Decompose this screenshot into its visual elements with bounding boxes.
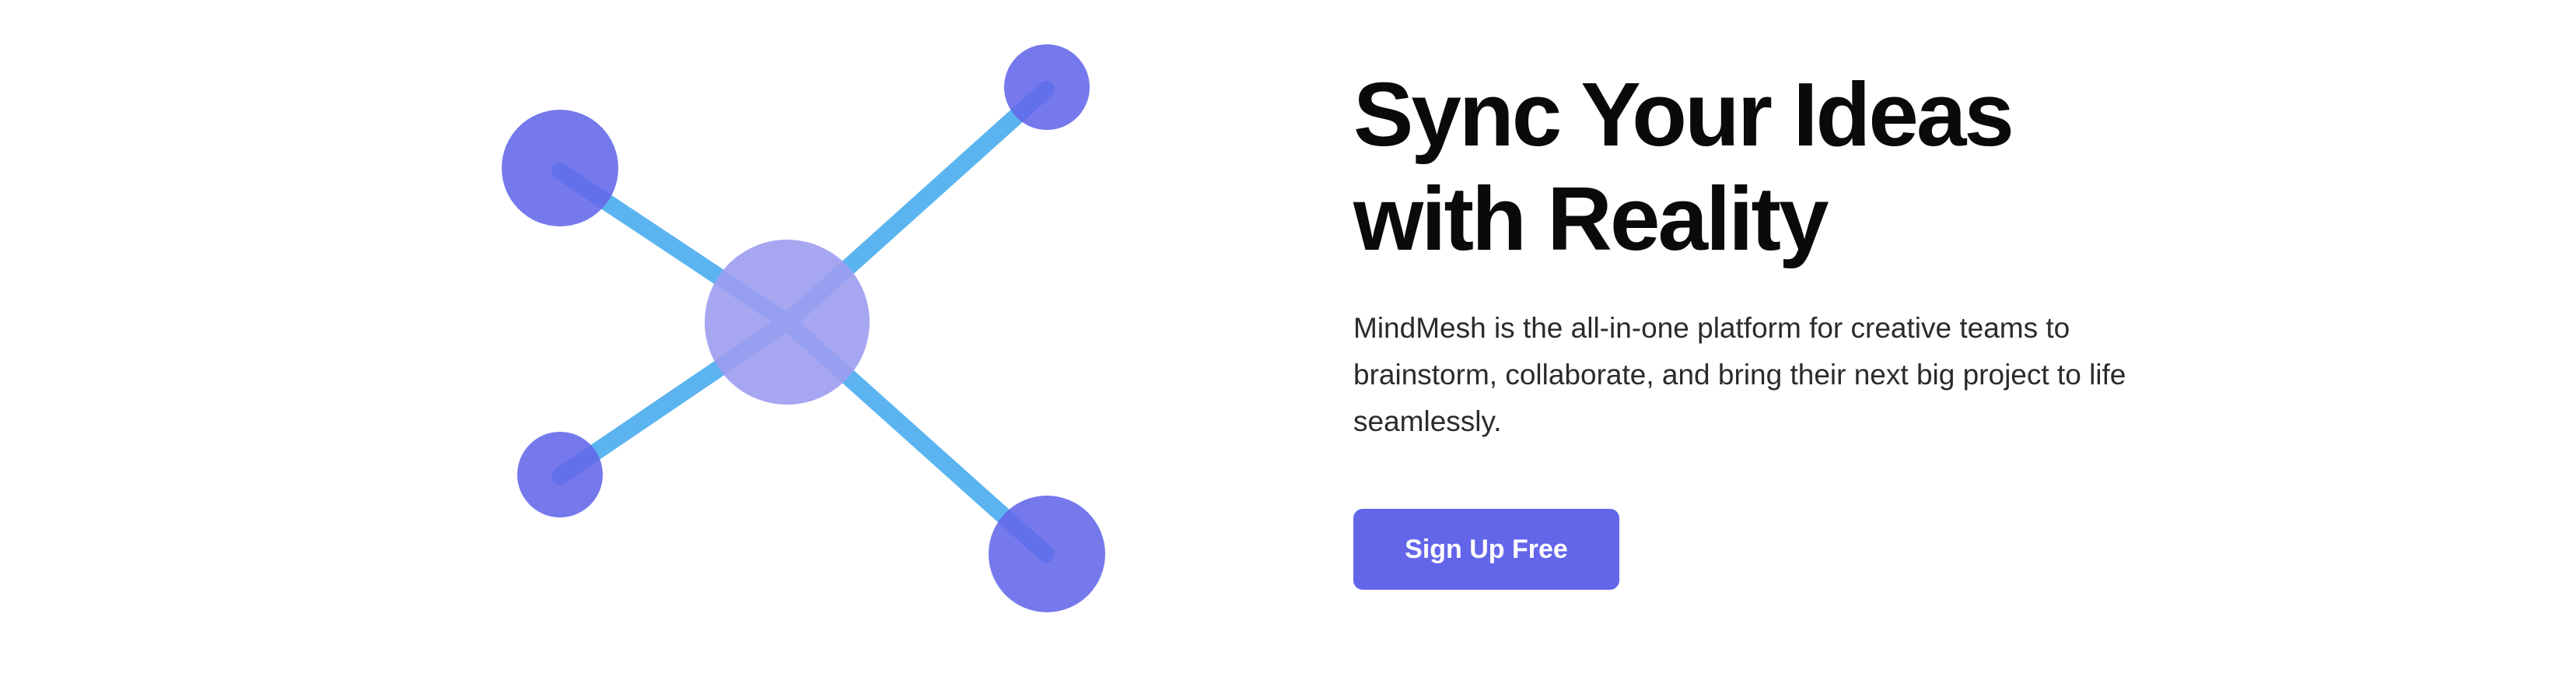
- network-hub-node: [705, 240, 870, 405]
- hero-content: Sync Your Ideas with Reality MindMesh is…: [1353, 62, 2209, 590]
- network-node-bottom-right: [989, 496, 1105, 612]
- hero-headline-line-1: Sync Your Ideas: [1353, 64, 2014, 165]
- hero-description: MindMesh is the all-in-one platform for …: [1353, 312, 2126, 437]
- network-graph-icon: [502, 44, 1105, 612]
- hero-headline-line-2: with Reality: [1353, 168, 1829, 269]
- network-illustration: [467, 16, 1151, 638]
- network-node-top-left: [502, 110, 618, 226]
- sign-up-button[interactable]: Sign Up Free: [1353, 509, 1619, 590]
- hero-headline: Sync Your Ideas with Reality: [1353, 62, 2209, 271]
- network-node-top-right: [1004, 44, 1090, 130]
- network-node-bottom-left: [517, 432, 603, 517]
